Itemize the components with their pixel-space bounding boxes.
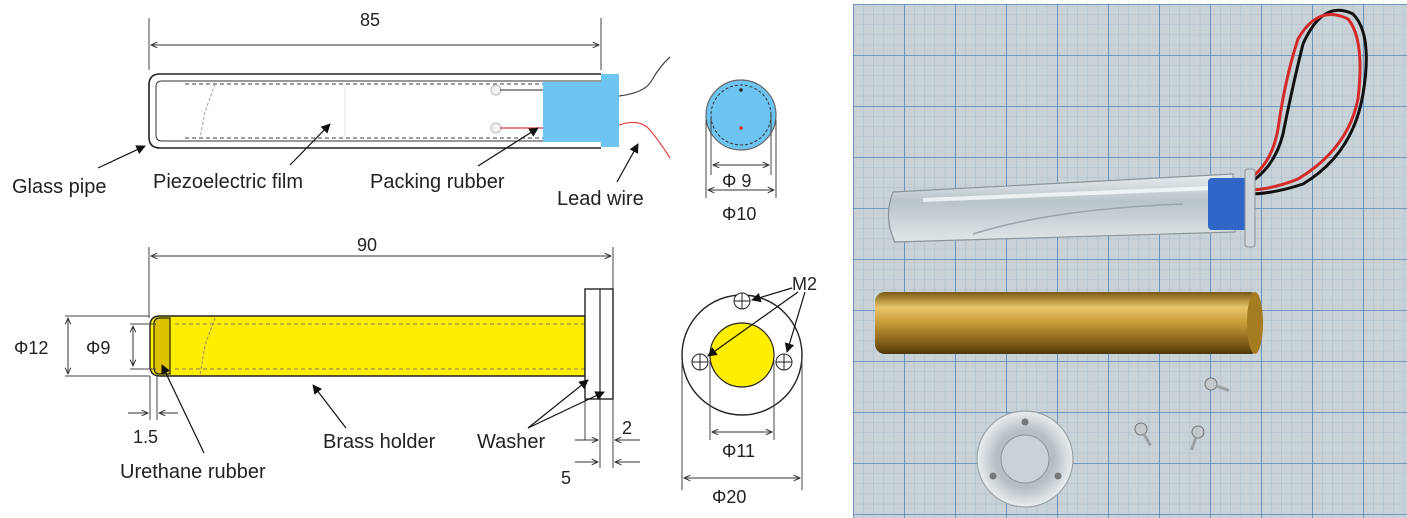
label-lead-wire: Lead wire bbox=[557, 188, 644, 210]
dim-1-5: 1.5 bbox=[133, 427, 158, 447]
screw-hole-3 bbox=[775, 353, 793, 371]
label-packing-rubber: Packing rubber bbox=[370, 171, 505, 193]
washer-ring bbox=[976, 410, 1074, 508]
end-view-outer-circle bbox=[705, 79, 777, 151]
urethane-rubber-plug bbox=[153, 317, 171, 375]
label-brass-holder: Brass holder bbox=[323, 431, 436, 453]
sensor-assembly bbox=[887, 168, 1256, 248]
dim-85: 85 bbox=[360, 10, 380, 30]
lead-wire-red bbox=[618, 121, 671, 159]
bottom-end-view: M2 Φ11 Φ20 bbox=[681, 274, 817, 507]
film-edge bbox=[199, 83, 216, 139]
screw-hole-2 bbox=[691, 353, 709, 371]
dim-phi20: Φ20 bbox=[712, 487, 746, 507]
glass-pipe-outer bbox=[148, 73, 601, 149]
dim-phi9-top: Φ 9 bbox=[722, 171, 751, 191]
brass-tube-body bbox=[875, 292, 1260, 354]
label-washer: Washer bbox=[477, 431, 546, 453]
bottom-side-view: 90 Φ12 Φ9 1.5 2 5 bbox=[14, 235, 640, 488]
brass-tube bbox=[875, 292, 1263, 354]
label-piezoelectric-film: Piezoelectric film bbox=[153, 171, 303, 193]
dim-2: 2 bbox=[622, 418, 632, 438]
flange-photo bbox=[1244, 168, 1256, 248]
m2-screws bbox=[1134, 377, 1230, 451]
component-photo bbox=[853, 4, 1407, 518]
dim-phi9-bottom: Φ9 bbox=[86, 338, 110, 358]
electrode-top bbox=[490, 84, 502, 96]
top-end-view: Φ 9 Φ10 bbox=[705, 79, 777, 224]
lead-wire-black bbox=[618, 56, 671, 97]
cutting-mat-grid bbox=[853, 4, 1407, 518]
technical-drawing: 85 Glass pipe Piezoelectric film Packing… bbox=[12, 10, 817, 507]
dim-90: 90 bbox=[357, 235, 377, 255]
washer-side bbox=[584, 288, 614, 400]
lead-wires bbox=[1237, 8, 1368, 196]
dim-phi10-top: Φ10 bbox=[722, 204, 756, 224]
packing-rubber-flange bbox=[601, 74, 619, 147]
packing-rubber-photo bbox=[1208, 178, 1248, 230]
end-view-inner-circle bbox=[710, 84, 772, 146]
top-side-view: 85 Glass pipe Piezoelectric film Packing… bbox=[12, 10, 671, 210]
packing-rubber-plug bbox=[543, 82, 601, 142]
label-glass-pipe: Glass pipe bbox=[12, 176, 107, 198]
dim-5: 5 bbox=[561, 468, 571, 488]
dim-phi11: Φ11 bbox=[722, 441, 755, 461]
glass-pipe-inner bbox=[155, 80, 601, 142]
electrode-bottom bbox=[490, 122, 502, 134]
brass-holder-body bbox=[149, 315, 586, 377]
screw-hole-1 bbox=[733, 292, 751, 310]
brass-end-circle bbox=[709, 322, 775, 388]
label-m2: M2 bbox=[792, 274, 817, 294]
dim-phi12: Φ12 bbox=[14, 338, 48, 358]
label-urethane-rubber: Urethane rubber bbox=[120, 461, 266, 483]
